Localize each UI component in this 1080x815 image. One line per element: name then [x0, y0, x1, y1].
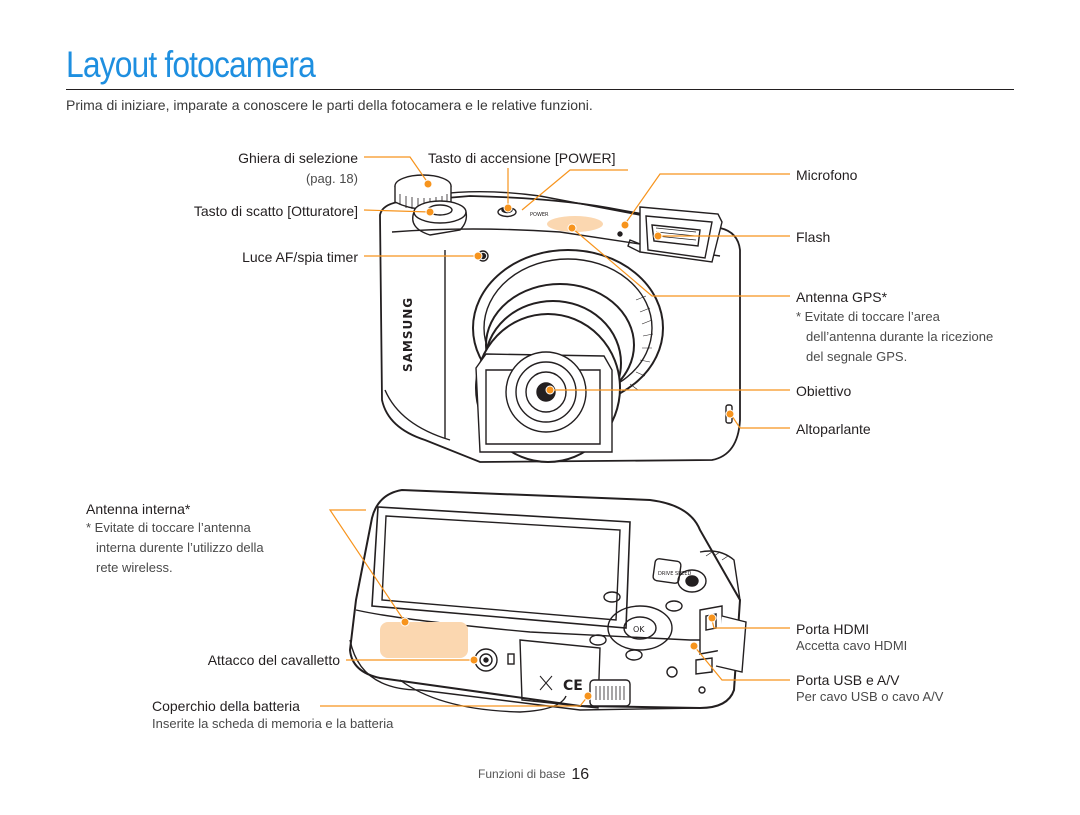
coperchio-note-text: Inserite la scheda di memoria e la batte… [152, 716, 394, 731]
ce-mark: CE [563, 678, 583, 694]
label-scatto: Tasto di scatto [Otturatore] [193, 203, 358, 219]
front-camera: POWER SAMSUNG [379, 174, 741, 463]
label-microfono: Microfono [796, 167, 858, 183]
coperchio-note: Inserite la scheda di memoria e la batte… [152, 714, 393, 734]
page-footer: Funzioni di base 16 [478, 765, 589, 783]
label-altoparlante: Altoparlante [796, 421, 871, 437]
footer-section: Funzioni di base [478, 767, 566, 781]
label-ghiera-page: (pag. 18) [305, 171, 358, 186]
gps-note-line-2: dell’antenna durante la ricezione [806, 329, 994, 344]
label-tasto-power: Tasto di accensione [POWER] [428, 150, 616, 166]
gps-note-line-1: * Evitate di toccare l’area [796, 309, 940, 324]
label-obiettivo: Obiettivo [796, 383, 852, 399]
label-usb: Porta USB e A/V [796, 672, 900, 688]
int-note-line-3: rete wireless. [96, 560, 173, 575]
label-flash: Flash [796, 229, 831, 245]
usb-note-text: Per cavo USB o cavo A/V [796, 689, 944, 704]
usb-note: Per cavo USB o cavo A/V [796, 687, 943, 707]
hdmi-note: Accetta cavo HDMI [796, 636, 907, 656]
label-coperchio: Coperchio della batteria [152, 698, 300, 714]
page-number: 16 [571, 766, 590, 783]
internal-antenna-note: * Evitate di toccare l’antenna interna d… [86, 518, 264, 578]
label-ghiera: Ghiera di selezione [238, 150, 358, 166]
callout-dots [400, 179, 735, 701]
callout-lines [320, 156, 790, 707]
title-rule [66, 89, 1014, 90]
power-engraving: POWER [530, 212, 549, 218]
hdmi-note-text: Accetta cavo HDMI [796, 638, 908, 653]
int-note-line-2: interna durente l’utilizzo della [96, 540, 264, 555]
gps-note: * Evitate di toccare l’area dell’antenna… [796, 307, 993, 367]
back-camera: DRIVE SPEED OK CE [348, 488, 747, 713]
page-title: Layout fotocamera [66, 44, 316, 85]
intro-text: Prima di iniziare, imparate a conoscere … [66, 97, 593, 113]
drive-label: DRIVE SPEED [658, 571, 691, 577]
label-cavalletto: Attacco del cavalletto [207, 652, 340, 668]
label-antenna-interna: Antenna interna* [86, 501, 191, 517]
label-hdmi: Porta HDMI [796, 621, 870, 637]
gps-note-line-3: del segnale GPS. [806, 349, 908, 364]
label-antenna-gps: Antenna GPS* [796, 289, 888, 305]
brand-logo: SAMSUNG [401, 297, 415, 372]
label-luce-af: Luce AF/spia timer [242, 249, 358, 265]
int-note-line-1: * Evitate di toccare l’antenna [86, 520, 251, 535]
ok-label: OK [633, 625, 645, 634]
